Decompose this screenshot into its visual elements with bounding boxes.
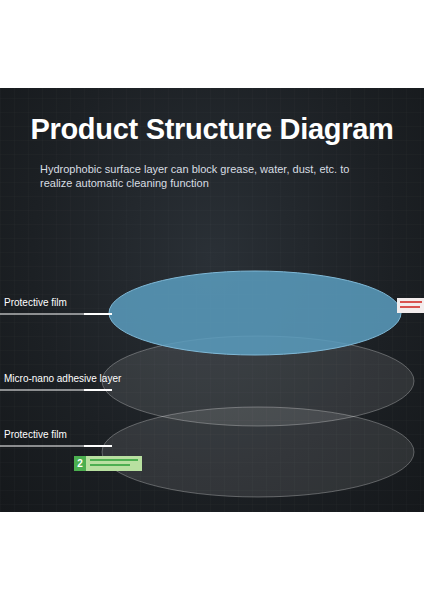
leader-line xyxy=(84,389,112,391)
grid-texture xyxy=(0,88,424,512)
leader-line xyxy=(84,313,112,315)
tab-number: 2 xyxy=(74,457,86,470)
layer-label: Micro-nano adhesive layer xyxy=(4,373,121,384)
tab-number-box xyxy=(74,456,86,471)
peel-tab-mark xyxy=(400,306,420,308)
leader-line xyxy=(0,314,112,315)
peel-tab xyxy=(74,456,142,471)
leader-line xyxy=(84,445,112,447)
leader-line xyxy=(0,446,112,447)
layer-label: Protective film xyxy=(4,429,67,440)
subtitle: Hydrophobic surface layer can block grea… xyxy=(40,162,384,190)
layer-label: Protective film xyxy=(4,297,67,308)
title: Product Structure Diagram xyxy=(0,113,424,146)
leader-line xyxy=(0,390,112,391)
top-film xyxy=(109,271,401,355)
peel-tab xyxy=(397,298,424,313)
peel-tab-mark xyxy=(90,459,138,461)
peel-tab-mark xyxy=(90,464,130,466)
peel-tab-mark xyxy=(400,301,422,303)
